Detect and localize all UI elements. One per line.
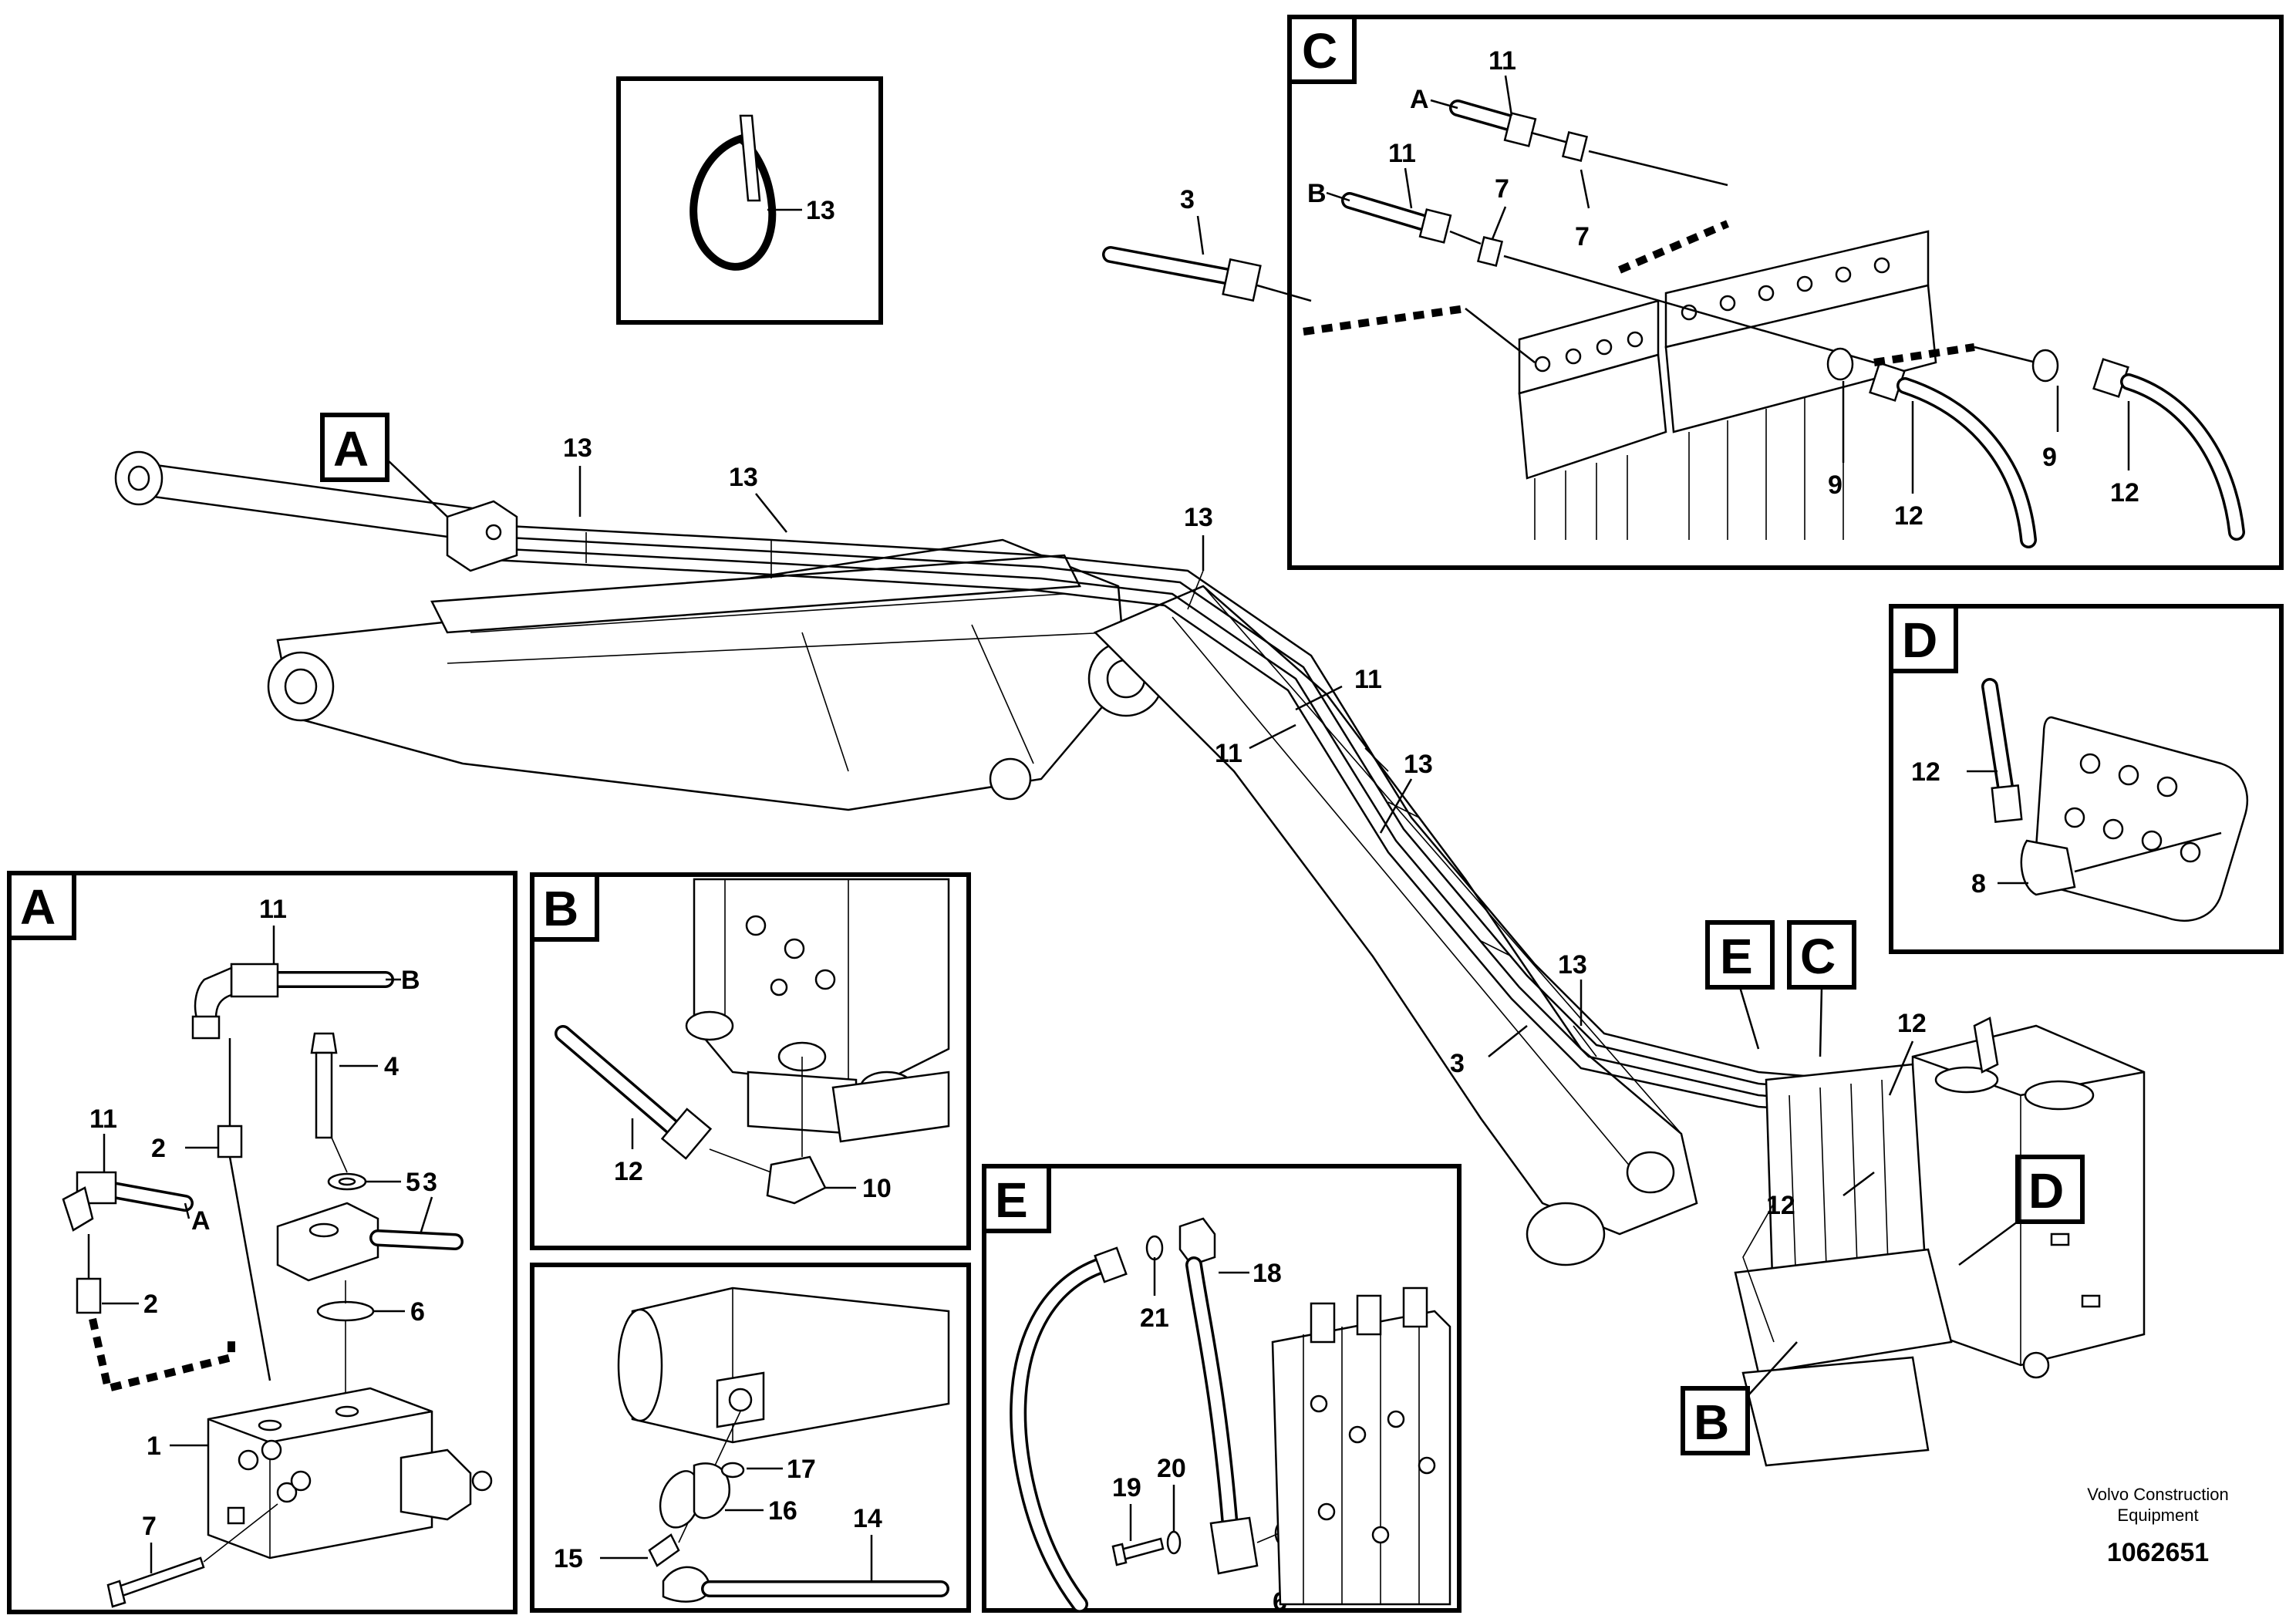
callout-17: 17 <box>787 1455 816 1484</box>
callout-21: 21 <box>1140 1303 1169 1333</box>
callout-12-main-a: 12 <box>1897 1009 1927 1038</box>
inset-a: A B 11 2 4 5 3 <box>7 871 518 1614</box>
callout-4-a: 4 <box>384 1052 399 1081</box>
svg-text:D: D <box>2028 1163 2064 1219</box>
callout-7-c-b: 7 <box>1495 174 1509 204</box>
inset-cable-tie: 13 <box>616 76 883 325</box>
callout-7-a: 7 <box>142 1512 157 1541</box>
svg-text:B: B <box>1694 1394 1729 1450</box>
inset-b: B 12 10 <box>530 872 971 1250</box>
callout-11-b: 11 <box>1215 739 1242 768</box>
callout-13-tie: 13 <box>806 196 835 225</box>
location-marker-e: E <box>1705 920 1775 1050</box>
main-view-callouts: 13 13 13 11 11 13 13 3 12 12 <box>563 433 1927 1220</box>
callout-14: 14 <box>853 1504 882 1533</box>
inset-d-letter: D <box>1902 612 1937 668</box>
callout-12-c-b: 12 <box>2110 478 2139 508</box>
callout-12-b: 12 <box>614 1157 643 1186</box>
callout-7-c-a: 7 <box>1575 222 1590 251</box>
callout-5-a: 5 <box>406 1168 420 1197</box>
location-marker-c: C <box>1787 920 1856 1057</box>
inset-c: C 3 A 11 7 <box>1102 15 2284 570</box>
document-number: 1062651 <box>2107 1538 2209 1567</box>
callout-3-c: 3 <box>1180 185 1195 214</box>
inset-a-letter: A <box>20 879 56 935</box>
inset-b-letter: B <box>543 881 578 936</box>
location-marker-a: A <box>320 413 448 518</box>
callout-13-b: 13 <box>729 463 758 492</box>
hose-end-b-c: B <box>1307 179 1327 208</box>
inset-cylinder-fitting: 17 16 14 15 <box>530 1263 971 1613</box>
callout-6-a: 6 <box>410 1297 425 1327</box>
callout-8-d: 8 <box>1971 869 1986 899</box>
callout-2-a-mid: 2 <box>143 1290 158 1319</box>
svg-text:C: C <box>1800 929 1836 984</box>
main-boom-view <box>114 450 2146 1467</box>
location-marker-b: B <box>1681 1341 1798 1455</box>
callout-10-b: 10 <box>862 1174 892 1203</box>
svg-text:A: A <box>333 421 369 477</box>
callout-3-a: 3 <box>423 1168 437 1197</box>
callout-11-a-mid: 11 <box>89 1104 117 1134</box>
callout-13-a: 13 <box>563 433 592 463</box>
footer: Volvo Construction Equipment 1062651 <box>2087 1485 2228 1567</box>
inset-c-letter: C <box>1302 23 1337 79</box>
callout-15: 15 <box>554 1544 583 1573</box>
hose-end-a-a: A <box>191 1206 211 1236</box>
svg-text:E: E <box>1720 929 1753 984</box>
inset-e: E 21 18 19 20 6 <box>982 1164 1462 1617</box>
hose-end-a-c: A <box>1410 85 1429 114</box>
callout-18: 18 <box>1253 1259 1282 1288</box>
callout-12-c-a: 12 <box>1894 501 1923 531</box>
callout-11-c-a: 11 <box>1489 46 1516 76</box>
callout-13-e: 13 <box>1558 950 1587 980</box>
inset-e-letter: E <box>995 1172 1028 1228</box>
brand-line-2: Equipment <box>2117 1506 2198 1525</box>
callout-9-c-b: 9 <box>2042 443 2057 472</box>
inset-d: D 12 8 <box>1889 604 2284 954</box>
callout-16: 16 <box>768 1496 797 1526</box>
callout-12-d: 12 <box>1911 757 1940 787</box>
hose-end-b-a: B <box>401 966 420 995</box>
callout-19: 19 <box>1112 1473 1141 1502</box>
brand-line-1: Volvo Construction <box>2087 1485 2228 1504</box>
callout-9-c-a: 9 <box>1828 470 1843 500</box>
callout-12-main-b: 12 <box>1766 1191 1795 1220</box>
callout-11-a: 11 <box>1354 665 1382 694</box>
callout-20: 20 <box>1157 1454 1186 1483</box>
location-marker-d: D <box>1958 1155 2085 1266</box>
callout-3-main: 3 <box>1450 1049 1465 1078</box>
callout-13-d: 13 <box>1404 750 1433 779</box>
callout-11-a-top: 11 <box>259 895 287 924</box>
callout-1-a: 1 <box>147 1431 161 1461</box>
callout-2-a-top: 2 <box>151 1134 166 1163</box>
callout-11-c-b: 11 <box>1388 139 1416 168</box>
callout-13-c: 13 <box>1184 503 1213 532</box>
